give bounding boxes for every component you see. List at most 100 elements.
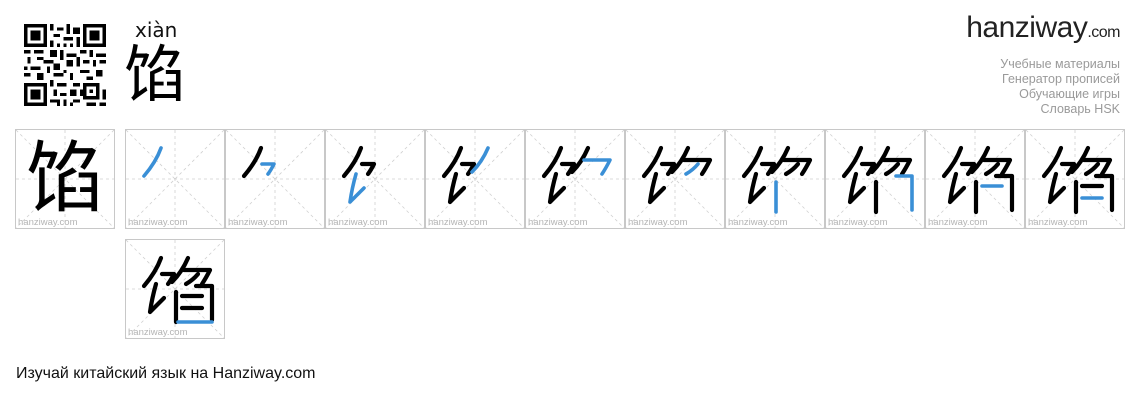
- guide-grid: [426, 130, 524, 228]
- stroke-drawing: [941, 145, 1015, 215]
- cell-stroke-step-10: hanziway.com: [1025, 129, 1125, 229]
- stroke-2: [859, 161, 877, 177]
- cell-stroke-step-2: hanziway.com: [225, 129, 325, 229]
- stroke-2: [459, 161, 477, 177]
- cell-watermark: hanziway.com: [428, 217, 488, 228]
- cell-watermark: hanziway.com: [1028, 217, 1088, 228]
- cell-watermark: hanziway.com: [628, 217, 688, 228]
- cell-watermark: hanziway.com: [228, 217, 288, 228]
- cell-watermark: hanziway.com: [128, 327, 188, 338]
- stroke-3: [947, 171, 967, 205]
- stroke-2: [959, 161, 977, 177]
- cell-stroke-step-9: hanziway.com: [925, 129, 1025, 229]
- stroke-8: [993, 173, 1015, 213]
- current-stroke-8: [894, 174, 914, 212]
- cell-stroke-step-4: hanziway.com: [425, 129, 525, 229]
- site-logo[interactable]: hanziway.com: [966, 10, 1120, 51]
- stroke-5: [781, 157, 813, 177]
- guide-grid: [1026, 130, 1124, 228]
- stroke-5: [981, 157, 1013, 177]
- cell-watermark: hanziway.com: [728, 217, 788, 228]
- cell-watermark: hanziway.com: [18, 217, 78, 228]
- stroke-1: [941, 145, 964, 179]
- stroke-1: [841, 145, 864, 179]
- stroke-drawing: [541, 145, 612, 205]
- stroke-2: [159, 271, 177, 287]
- stroke-6: [883, 161, 901, 177]
- menu-item-hsk-dictionary[interactable]: Словарь HSK: [1040, 102, 1120, 116]
- stroke-3: [847, 171, 867, 205]
- stroke-4: [1069, 145, 1091, 175]
- site-menu: Учебные материалы Генератор прописей Обу…: [966, 57, 1120, 117]
- stroke-2: [1059, 161, 1077, 177]
- current-stroke-5: [582, 158, 612, 176]
- footer-text: Изучай китайский язык на Hanziway.com: [16, 365, 316, 382]
- cell-stroke-step-5: hanziway.com: [525, 129, 625, 229]
- stroke-2: [659, 161, 677, 177]
- guide-grid: [726, 130, 824, 228]
- cell-watermark: hanziway.com: [928, 217, 988, 228]
- menu-item-worksheet-generator[interactable]: Генератор прописей: [1002, 72, 1120, 86]
- stroke-5: [1081, 157, 1113, 177]
- stroke-3: [1047, 171, 1067, 205]
- guide-grid: [926, 130, 1024, 228]
- stroke-1: [1041, 145, 1064, 179]
- guide-grid: [526, 130, 624, 228]
- cell-watermark: hanziway.com: [528, 217, 588, 228]
- cell-stroke-step-8: hanziway.com: [825, 129, 925, 229]
- cell-stroke-step-3: hanziway.com: [325, 129, 425, 229]
- stroke-drawing: [1041, 145, 1115, 215]
- stroke-2: [559, 161, 577, 177]
- stroke-drawing: [741, 145, 813, 214]
- stroke-8: [1093, 173, 1115, 213]
- full-character: 馅: [25, 134, 104, 224]
- stroke-5: [181, 267, 213, 287]
- current-stroke-4: [470, 146, 490, 174]
- stroke-1: [241, 145, 264, 179]
- brand-block: hanziway.com Учебные материалы Генератор…: [966, 10, 1120, 117]
- stroke-4: [869, 145, 891, 175]
- stroke-1: [541, 145, 564, 179]
- stroke-8: [193, 283, 215, 323]
- stroke-3: [747, 171, 767, 205]
- stroke-3: [447, 171, 467, 205]
- stroke-4: [969, 145, 991, 175]
- logo-domain: .com: [1087, 24, 1120, 41]
- cell-stroke-step-1: hanziway.com: [125, 129, 225, 229]
- stroke-2: [359, 161, 377, 177]
- stroke-3: [147, 281, 167, 315]
- stroke-6: [783, 161, 801, 177]
- cell-stroke-step-7: hanziway.com: [725, 129, 825, 229]
- stroke-1: [741, 145, 764, 179]
- guide-grid: [826, 130, 924, 228]
- stroke-drawing: [142, 146, 163, 178]
- stroke-1: [141, 255, 164, 289]
- stroke-5: [681, 157, 713, 177]
- stroke-drawing: [641, 145, 713, 205]
- stroke-drawing: [441, 145, 490, 205]
- main-character: 馅: [124, 38, 187, 111]
- stroke-3: [547, 171, 567, 205]
- current-stroke-1: [142, 146, 163, 178]
- cell-watermark: hanziway.com: [328, 217, 388, 228]
- stroke-drawing: [241, 145, 276, 179]
- stroke-6: [1083, 161, 1101, 177]
- current-stroke-3: [348, 172, 366, 204]
- guide-grid: [626, 130, 724, 228]
- stroke-4: [569, 145, 591, 175]
- current-stroke-2: [260, 162, 276, 176]
- menu-item-learning-materials[interactable]: Учебные материалы: [1000, 57, 1120, 71]
- stroke-drawing: [141, 255, 215, 325]
- guide-grid: [226, 130, 324, 228]
- cell-stroke-step-6: hanziway.com: [625, 129, 725, 229]
- current-stroke-6: [684, 162, 700, 176]
- stroke-1: [641, 145, 664, 179]
- menu-item-learning-games[interactable]: Обучающие игры: [1019, 87, 1120, 101]
- stroke-6: [183, 271, 201, 287]
- logo-main: hanziway: [966, 11, 1088, 44]
- guide-grid: [16, 130, 114, 228]
- stroke-drawing: [341, 145, 377, 204]
- stroke-2: [759, 161, 777, 177]
- guide-grid: [126, 130, 224, 228]
